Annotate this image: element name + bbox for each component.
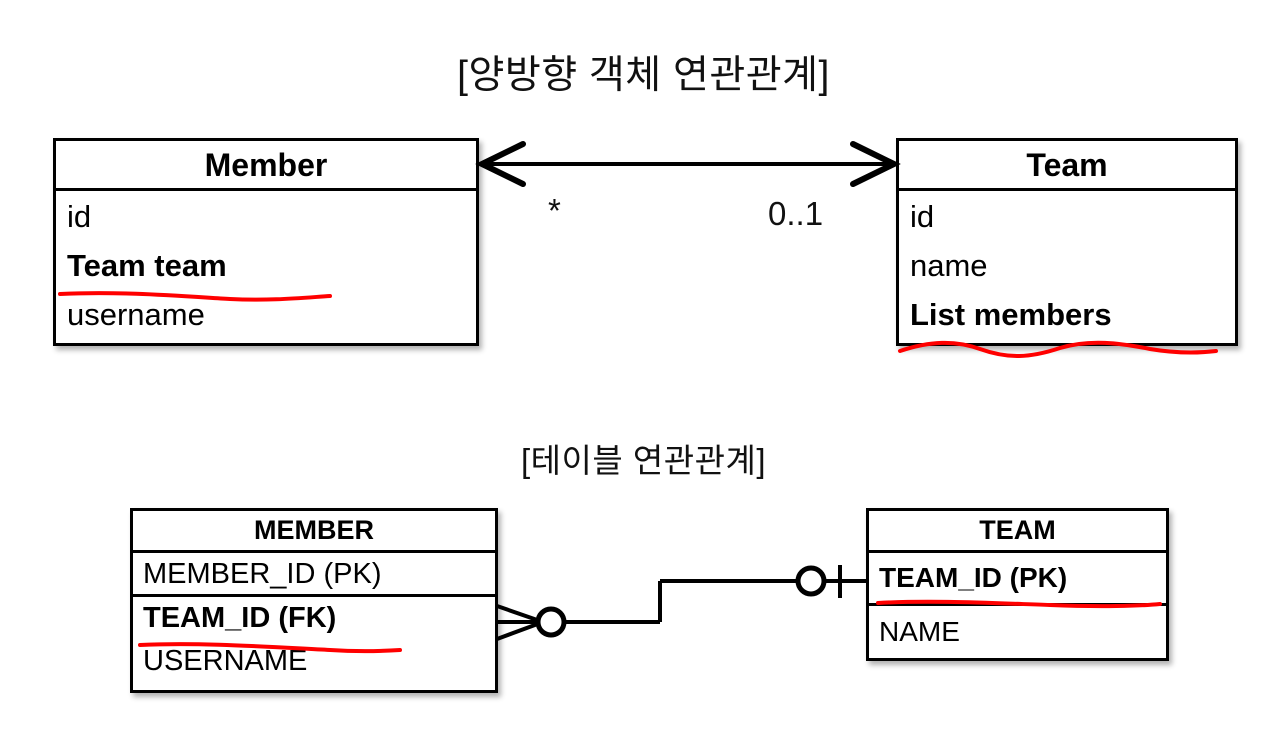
column-row-username: USERNAME (143, 645, 308, 677)
crows-foot-relationship (496, 565, 866, 641)
attribute-row-team: Team team (67, 248, 227, 283)
class-box-member[interactable]: Member id Team team username (53, 138, 479, 346)
multiplicity-target: 0..1 (768, 195, 824, 232)
attribute-row: id (910, 199, 935, 234)
table-box-member[interactable]: MEMBER MEMBER_ID (PK) TEAM_ID (FK) USERN… (130, 508, 498, 693)
attribute-row: name (910, 248, 988, 283)
attribute-row: id (67, 199, 92, 234)
arrowhead-left (475, 141, 526, 187)
table-key-compartment-team: TEAM_ID (PK) (869, 553, 1166, 606)
table-key-compartment-member: MEMBER_ID (PK) (133, 553, 495, 597)
table-column-compartment-team: NAME (869, 606, 1166, 658)
object-model-title: [양방향 객체 연관관계] (457, 54, 830, 97)
class-name-team: Team (899, 141, 1235, 191)
class-attributes-team: id name List members (899, 191, 1235, 346)
column-row-team-id-fk: TEAM_ID (FK) (143, 602, 337, 634)
arrowhead-right (850, 141, 901, 187)
table-model-title: [테이블 연관관계] (520, 442, 767, 479)
table-box-team[interactable]: TEAM TEAM_ID (PK) NAME (866, 508, 1169, 661)
column-row-team-id-pk: TEAM_ID (PK) (879, 562, 1068, 593)
table-name-member: MEMBER (133, 511, 495, 553)
class-box-team[interactable]: Team id name List members (896, 138, 1238, 346)
optionality-circle-team-side (795, 565, 827, 597)
multiplicity-source: * (548, 192, 561, 229)
attribute-row-members: List members (910, 297, 1112, 332)
optionality-circle-member-side (535, 606, 567, 638)
column-row-member-id: MEMBER_ID (PK) (143, 558, 382, 590)
table-name-team: TEAM (869, 511, 1166, 553)
attribute-row: username (67, 297, 205, 332)
column-row-name: NAME (879, 616, 960, 647)
table-column-compartment-member: TEAM_ID (FK) USERNAME (133, 597, 495, 693)
class-name-member: Member (56, 141, 476, 191)
class-attributes-member: id Team team username (56, 191, 476, 346)
